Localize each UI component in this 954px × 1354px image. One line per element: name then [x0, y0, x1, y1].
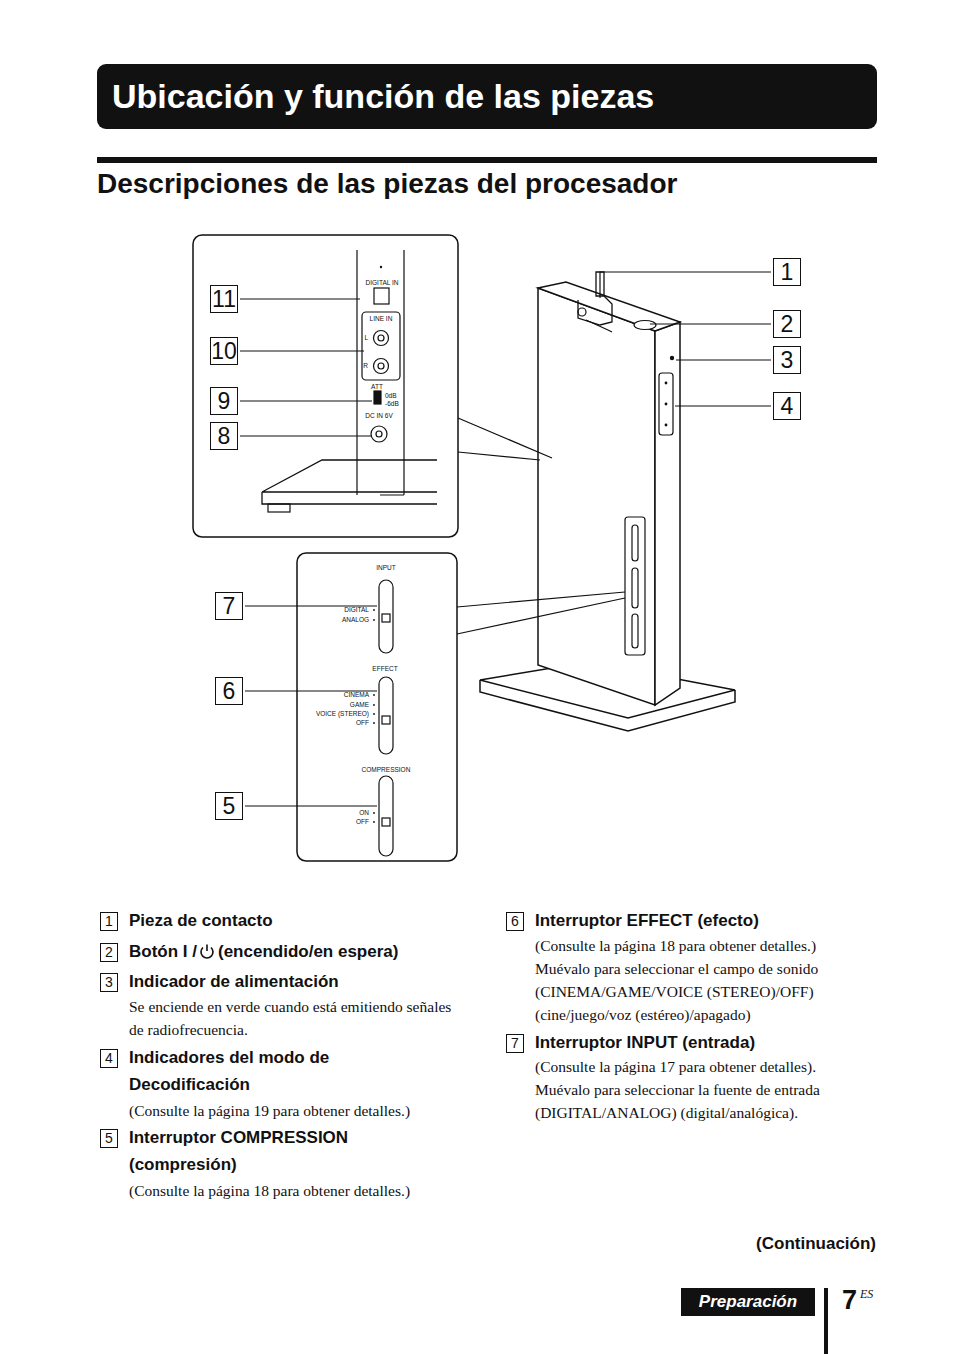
callout-number: 9: [210, 387, 238, 415]
item-description: (Consulte la página 17 para obtener deta…: [535, 1055, 871, 1124]
language-code: ES: [860, 1287, 873, 1301]
item-description: (Consulte la página 19 para obtener deta…: [129, 1099, 469, 1122]
panel-marking: DIGITAL: [344, 607, 369, 614]
item-heading: Interruptor INPUT (entrada): [535, 1029, 865, 1056]
page-number: 7: [842, 1284, 857, 1316]
item-number: 7: [506, 1034, 524, 1053]
item-heading: Indicador de alimentación: [129, 968, 449, 995]
page-title: Ubicación y función de las piezas: [112, 76, 654, 116]
item-number: 2: [100, 943, 118, 962]
item-heading: (encendido/en espera): [218, 938, 398, 965]
panel-marking: -6dB: [385, 401, 399, 408]
callout-number: 4: [773, 392, 801, 420]
panel-marking: OFF: [356, 819, 369, 826]
panel-marking: CINEMA: [344, 692, 369, 699]
continued-note: (Continuación): [756, 1233, 876, 1255]
section-heading: Descripciones de las piezas del procesad…: [97, 167, 677, 201]
power-symbol: [201, 945, 213, 958]
panel-marking: INPUT: [376, 565, 396, 572]
callout-number: 7: [215, 592, 243, 620]
item-description: (Consulte la página 18 para obtener deta…: [535, 934, 871, 1026]
item-number: 6: [506, 912, 524, 931]
title-band: Ubicación y función de las piezas: [97, 64, 877, 129]
panel-marking: ANALOG: [342, 617, 369, 624]
panel-marking: DIGITAL IN: [366, 280, 399, 287]
item-description: Se enciende en verde cuando está emitien…: [129, 995, 464, 1041]
callout-number: 8: [210, 422, 238, 450]
item-number: 1: [100, 912, 118, 931]
item-number: 4: [100, 1049, 118, 1068]
panel-marking: EFFECT: [372, 666, 397, 673]
item-number: 5: [100, 1129, 118, 1148]
panel-marking: R: [363, 363, 368, 370]
processor-drawing: [97, 157, 877, 1354]
switch-panel-inset: INPUT DIGITAL ANALOG EFFECT CINEMA GAME VOICE …: [297, 553, 457, 861]
item-heading: Botón I /: [129, 938, 197, 965]
callout-number: 5: [215, 792, 243, 820]
panel-marking: DC IN 6V: [365, 413, 392, 420]
section-tab: Preparación: [681, 1288, 815, 1316]
panel-marking: COMPRESSION: [362, 767, 411, 774]
panel-marking: VOICE (STEREO): [316, 711, 369, 718]
power-symbol-arc: [201, 948, 213, 958]
panel-marking: LINE IN: [370, 316, 393, 323]
item-description: (Consulte la página 18 para obtener deta…: [129, 1179, 469, 1202]
section-name: Preparación: [699, 1290, 797, 1314]
item-heading: Interruptor EFFECT (efecto): [535, 907, 865, 934]
item-heading: Pieza de contacto: [129, 907, 429, 934]
panel-marking: GAME: [350, 702, 369, 709]
callout-number: 11: [210, 285, 238, 313]
panel-marking: ON: [359, 810, 369, 817]
callout-number: 6: [215, 677, 243, 705]
panel-marking: ATT: [371, 384, 383, 391]
panel-marking: L: [364, 335, 368, 342]
callout-number: 10: [210, 337, 238, 365]
callout-number: 1: [773, 258, 801, 286]
rear-panel-inset: DIGITAL IN LINE IN L R ATT0dB-6dB DC IN 6V: [193, 235, 458, 537]
callout-number: 3: [773, 346, 801, 374]
item-heading: Indicadores del modo de Decodificación: [129, 1044, 384, 1098]
callout-number: 2: [773, 310, 801, 338]
panel-marking: 0dB: [385, 393, 397, 400]
item-heading: Interruptor COMPRESSION (compresión): [129, 1124, 384, 1178]
panel-marking: OFF: [356, 720, 369, 727]
power-symbol-stroke: [206, 945, 208, 952]
item-number: 3: [100, 973, 118, 992]
